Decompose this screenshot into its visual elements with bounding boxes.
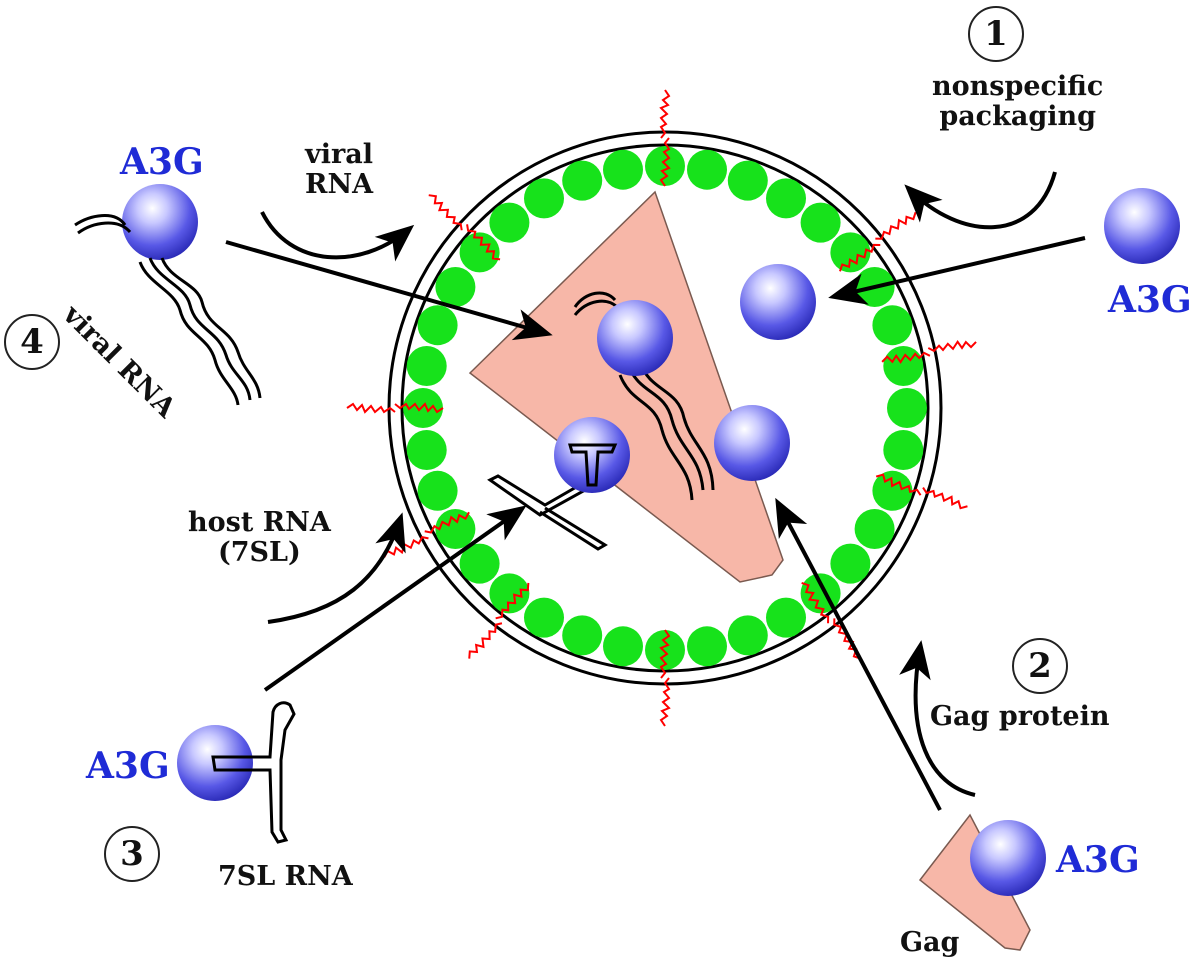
label-viral-rna: viral RNA [305,139,374,201]
envelope-spike [428,194,501,261]
matrix-bead [687,626,727,667]
matrix-bead [406,430,447,470]
matrix-bead [830,232,871,273]
label-viral-rna-line2: RNA [305,169,374,201]
a3g-sphere-bottomright [970,820,1046,896]
a3g-sphere-right [1104,188,1180,264]
matrix-bead [435,509,476,549]
envelope-spike [659,89,671,187]
label-nonspecific-line2: packaging [939,101,1096,133]
envelope-spike [881,339,977,364]
matrix-bead [403,388,443,428]
a3g-sphere-inner-right [714,405,790,481]
matrix-bead [417,470,458,511]
matrix-bead [872,305,913,346]
virion-inner-membrane [400,143,930,673]
matrix-bead [524,597,564,638]
matrix-bead [524,178,564,219]
gag-shape-bottom [918,813,1031,951]
label-host-rna-line2: (7SL) [217,537,301,569]
label-nonspecific-packaging: nonspecific packaging [932,71,1104,133]
envelope-spike [659,629,671,727]
a3g-label-right: A3G [1108,279,1192,321]
matrix-bead [766,597,806,638]
a3g-sphere-topleft [122,184,198,260]
a3g-label-bottomleft: A3G [86,745,170,787]
matrix-bead [887,388,927,428]
matrix-bead [727,160,768,201]
matrix-bead [883,346,924,386]
a3g-sphere-inner-top [597,300,673,376]
matrix-bead [489,202,530,243]
rna-7sl-outer [211,701,296,844]
viral-rna-inner [573,291,715,501]
label-gag: Gag [900,927,960,958]
envelope-spike [468,582,530,659]
matrix-bead [417,305,458,346]
label-host-rna: host RNA (7SL) [188,507,331,569]
matrix-bead [489,573,530,614]
label-7sl-rna: 7SL RNA [218,861,353,892]
matrix-bead [459,232,500,273]
matrix-bead [562,160,603,201]
matrix-bead [727,615,768,656]
matrix-bead [645,146,685,186]
step-3-badge: 3 [104,826,160,882]
label-host-rna-line1: host RNA [188,507,331,538]
a3g-label-bottomright: A3G [1056,839,1140,881]
viral-rna-outer [74,214,262,406]
matrix-bead [872,470,913,511]
matrix-bead [645,630,685,670]
step-4-badge: 4 [4,314,60,370]
matrix-bead [883,430,924,470]
a3g-sphere-inner-packaged [740,264,816,340]
matrix-bead [435,267,476,307]
step-1-badge: 1 [968,6,1024,62]
matrix-bead [830,543,871,584]
a3g-label-topleft: A3G [120,141,204,183]
envelope-spike [875,473,968,510]
matrix-bead [687,149,727,190]
matrix-bead [603,626,643,667]
matrix-bead [800,202,841,243]
matrix-bead [766,178,806,219]
matrix-bead [406,346,447,386]
a3g-sphere-inner-7sl [554,417,630,493]
envelope-spike [346,402,444,414]
matrix-bead [562,615,603,656]
pathway-curved-arrows [260,171,1057,797]
matrix-bead [603,149,643,190]
matrix-bead [854,509,895,549]
step-2-badge: 2 [1012,638,1068,694]
entry-arrows [225,236,1086,811]
label-nonspecific-line1: nonspecific [932,71,1104,102]
label-gag-protein: Gag protein [930,701,1110,732]
label-viral-rna-line1: viral [305,139,373,170]
matrix-bead [459,543,500,584]
